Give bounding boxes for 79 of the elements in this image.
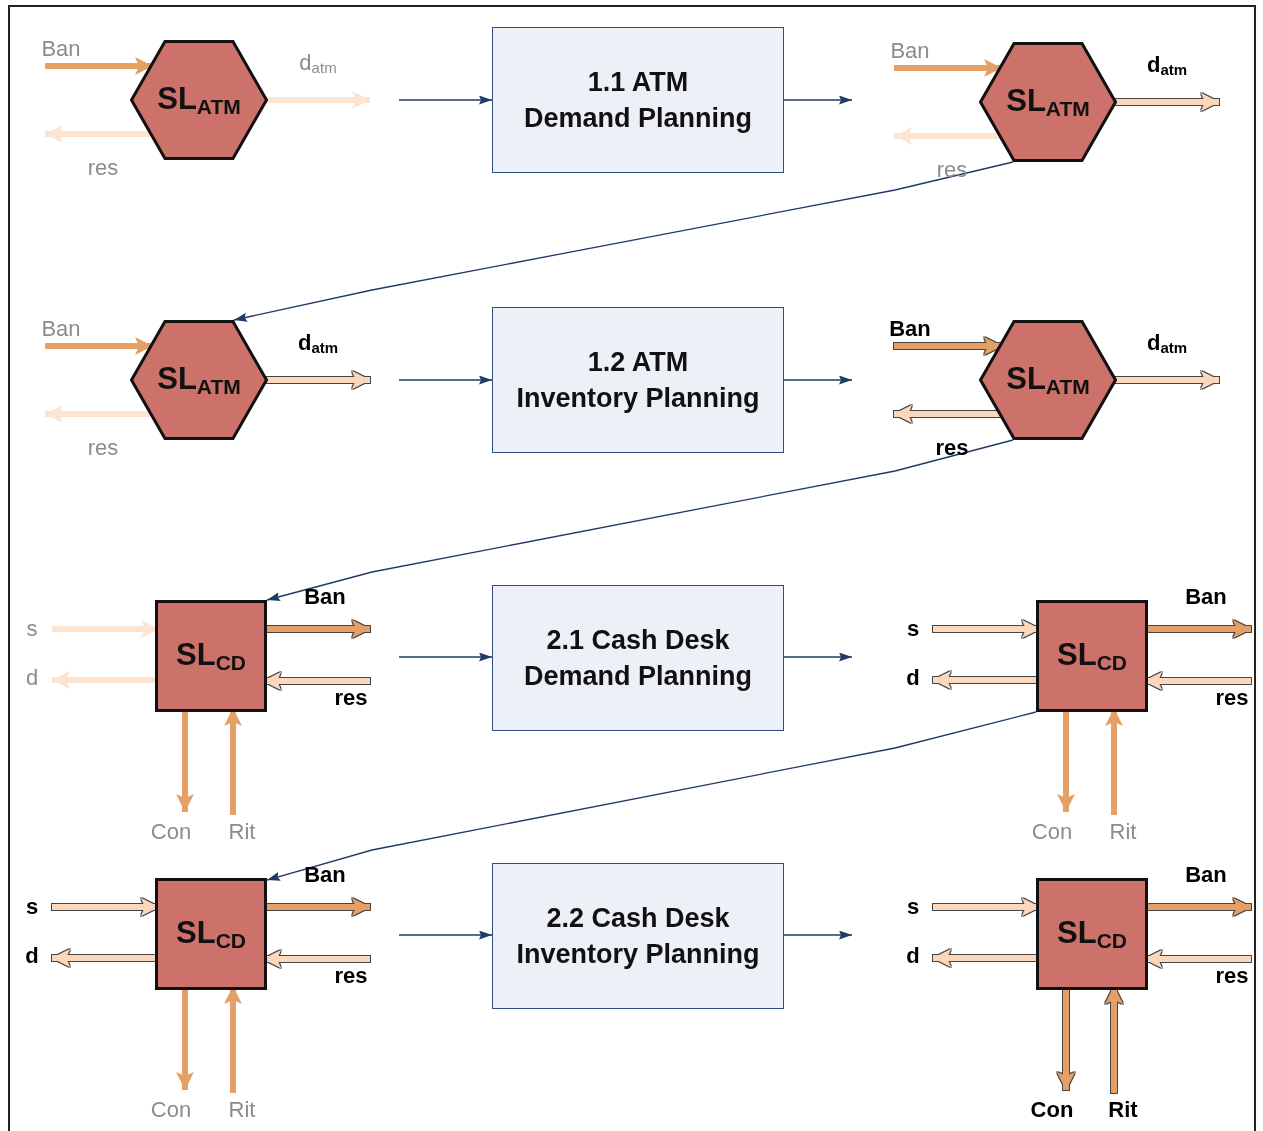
arrow (783, 652, 853, 662)
state-box (1036, 878, 1148, 990)
state-label: SL$_{ATM}$ (157, 363, 241, 397)
hexagon-shape (130, 320, 268, 440)
block-arrow (1114, 371, 1219, 389)
signal-label: res (334, 687, 368, 709)
hexagon-shape (979, 42, 1117, 162)
signal-label: d (25, 945, 39, 967)
signal-label: Rit (228, 821, 256, 843)
arrow (233, 161, 1014, 322)
signal-label: Con (150, 1099, 192, 1121)
signal-label: res (936, 159, 968, 181)
signal-label: Rit (228, 1099, 256, 1121)
process-title: Inventory Planning (516, 382, 760, 415)
process-box (492, 307, 784, 453)
process-number: 1.1 ATM (587, 66, 689, 99)
signal-label: Ban (41, 38, 81, 60)
state-box (1036, 600, 1148, 712)
arrow (398, 930, 493, 940)
signal-label: Ban (890, 40, 930, 62)
signal-label: res (87, 157, 119, 179)
state-label: SL$_{CD}$ (1057, 639, 1127, 673)
state-box (155, 878, 267, 990)
hexagon-shape (130, 40, 268, 160)
process-box (492, 27, 784, 173)
signal-label: Rit (1108, 1099, 1138, 1121)
signal-label: Con (150, 821, 192, 843)
state-label: SL$_{CD}$ (176, 639, 246, 673)
state-label: SL$_{ATM}$ (1006, 85, 1090, 119)
block-arrow (265, 91, 370, 109)
signal-label: d$_{atm}$ (1146, 331, 1188, 355)
process-title: Demand Planning (524, 102, 752, 135)
arrow (398, 95, 493, 105)
process-title: Inventory Planning (516, 938, 760, 971)
block-arrow (1114, 93, 1219, 111)
signal-label: res (1215, 965, 1249, 987)
state-label: SL$_{CD}$ (1057, 917, 1127, 951)
state-label: SL$_{CD}$ (176, 917, 246, 951)
hexagon-shape (979, 320, 1117, 440)
signal-label: d (906, 945, 920, 967)
process-box (492, 585, 784, 731)
signal-label: s (25, 896, 39, 918)
process-box (492, 863, 784, 1009)
signal-label: Con (1030, 1099, 1074, 1121)
signal-label: Ban (304, 586, 346, 608)
process-number: 2.1 Cash Desk (546, 624, 730, 657)
arrow (266, 711, 1037, 881)
signal-label: s (906, 896, 920, 918)
signal-label: d$_{atm}$ (1146, 53, 1188, 77)
process-title: Demand Planning (524, 660, 752, 693)
block-arrow (265, 371, 370, 389)
arrow (398, 652, 493, 662)
arrow (783, 375, 853, 385)
signal-label: s (26, 618, 38, 640)
arrow (783, 95, 853, 105)
arrow (398, 375, 493, 385)
process-number: 2.2 Cash Desk (546, 902, 730, 935)
signal-label: d (906, 667, 920, 689)
signal-label: Con (1031, 821, 1073, 843)
signal-label: Ban (889, 318, 931, 340)
signal-label: d$_{atm}$ (297, 331, 339, 355)
signal-label: Ban (1185, 586, 1227, 608)
signal-label: Rit (1109, 821, 1137, 843)
signal-label: res (334, 965, 368, 987)
arrow (783, 930, 853, 940)
state-label: SL$_{ATM}$ (157, 83, 241, 117)
signal-label: Ban (41, 318, 81, 340)
signal-label: Ban (304, 864, 346, 886)
signal-label: d$_{atm}$ (299, 51, 337, 75)
signal-label: res (87, 437, 119, 459)
signal-label: Ban (1185, 864, 1227, 886)
signal-label: s (906, 618, 920, 640)
arrow (266, 439, 1014, 601)
state-box (155, 600, 267, 712)
state-label: SL$_{ATM}$ (1006, 363, 1090, 397)
signal-label: res (935, 437, 969, 459)
signal-label: res (1215, 687, 1249, 709)
signal-label: d (25, 667, 39, 689)
process-number: 1.2 ATM (587, 346, 689, 379)
